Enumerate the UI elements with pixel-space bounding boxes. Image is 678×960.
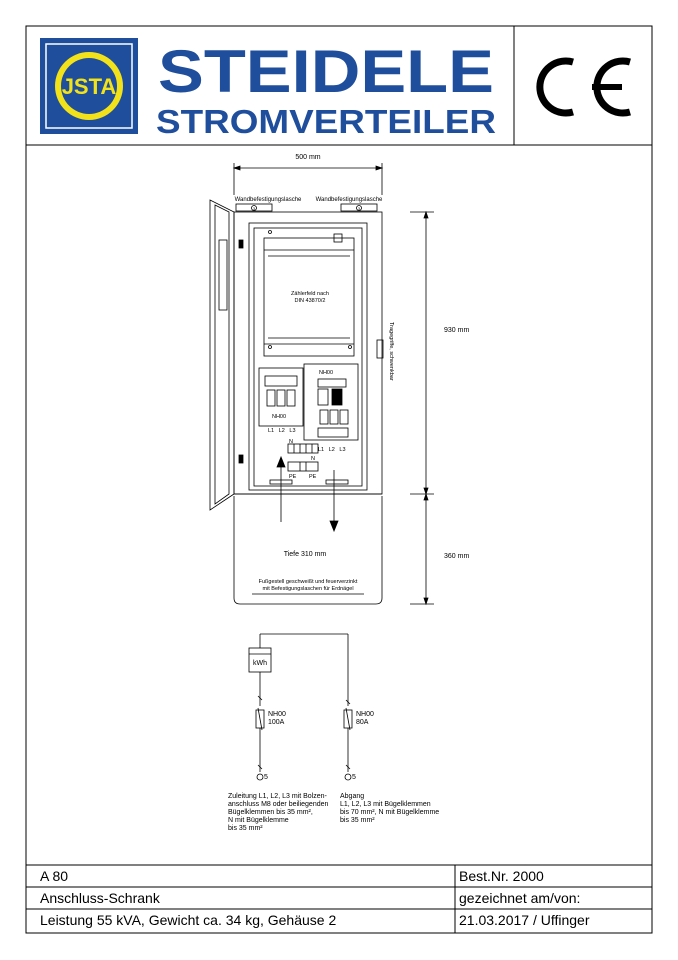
outgoing-line: L1, L2, L3 mit Bügelklemmen (340, 801, 431, 808)
height-upper-dimension: 930 mm (444, 327, 469, 334)
logo-text: JSTA (62, 74, 117, 99)
fuse-left-rating: 100A (268, 719, 285, 726)
width-dimension: 500 mm (295, 154, 320, 161)
left-fuse-label: NH00 (272, 414, 286, 420)
drawn-value: 21.03.2017 / Uffinger (459, 912, 590, 928)
pe-label-2: PE (309, 474, 317, 480)
meter-field-label-2: DIN 43870/2 (295, 298, 326, 304)
lug-number-right: 3 (358, 206, 361, 211)
pe-label-1: PE (289, 474, 297, 480)
wire-count-left: 5 (264, 774, 268, 781)
cabinet-drawing (209, 163, 434, 606)
steidele-logo: JSTA (40, 38, 138, 134)
neutral-label-2: N (311, 456, 315, 462)
right-phase-labels: L1 L2 L3 (318, 447, 346, 453)
outgoing-line: bis 70 mm², N mit Bügelklemme (340, 809, 439, 816)
fuse-right-type: NH00 (356, 711, 374, 718)
brand-subtitle: STROMVERTEILER (156, 103, 496, 140)
supply-line: bis 35 mm² (228, 825, 263, 832)
product-specs: Leistung 55 kVA, Gewicht ca. 34 kg, Gehä… (40, 912, 337, 928)
order-number: Best.Nr. 2000 (459, 868, 544, 884)
height-lower-dimension: 360 mm (444, 553, 469, 560)
base-label-2: mit Befestigungslaschen für Erdnägel (262, 586, 353, 592)
left-phase-labels: L1 L2 L3 (268, 428, 296, 434)
sheet-border (25, 25, 653, 934)
fuse-right-rating: 80A (356, 719, 369, 726)
outgoing-line: bis 35 mm² (340, 817, 375, 824)
neutral-label: N (289, 439, 293, 445)
carry-handle-label: Tragegriffe, schwenkbar (388, 322, 394, 381)
supply-line: N mit Bügelklemme (228, 817, 289, 824)
title-block (26, 864, 652, 933)
supply-line: anschluss M8 oder beiliegenden (228, 801, 329, 808)
lug-label-right: Wandbefestigungslasche (316, 197, 383, 203)
meter-field-label-1: Zählerfeld nach (291, 291, 329, 297)
wire-count-right: 5 (352, 774, 356, 781)
wiring-schematic (248, 633, 353, 781)
supply-line: Zuleitung L1, L2, L3 mit Bolzen- (228, 793, 328, 800)
model-number: A 80 (40, 868, 69, 884)
outgoing-line: Abgang (340, 793, 364, 800)
right-fuse-label: NH00 (319, 370, 333, 376)
lug-number-left: 3 (253, 206, 256, 211)
depth-label: Tiefe 310 mm (284, 551, 327, 558)
ce-mark (536, 57, 631, 117)
base-label-1: Fußgestell geschweißt und feuerverzinkt (259, 579, 358, 585)
outgoing-description: Abgang L1, L2, L3 mit Bügelklemmen bis 7… (340, 793, 439, 824)
meter-label: kWh (253, 660, 267, 667)
product-name: Anschluss-Schrank (40, 890, 160, 906)
brand-name: STEIDELE (158, 38, 494, 105)
supply-description: Zuleitung L1, L2, L3 mit Bolzen- anschlu… (228, 793, 329, 832)
supply-line: Bügelklemmen bis 35 mm², (228, 809, 313, 816)
fuse-left-type: NH00 (268, 711, 286, 718)
lug-label-left: Wandbefestigungslasche (235, 197, 302, 203)
drawn-label: gezeichnet am/von: (459, 890, 581, 906)
